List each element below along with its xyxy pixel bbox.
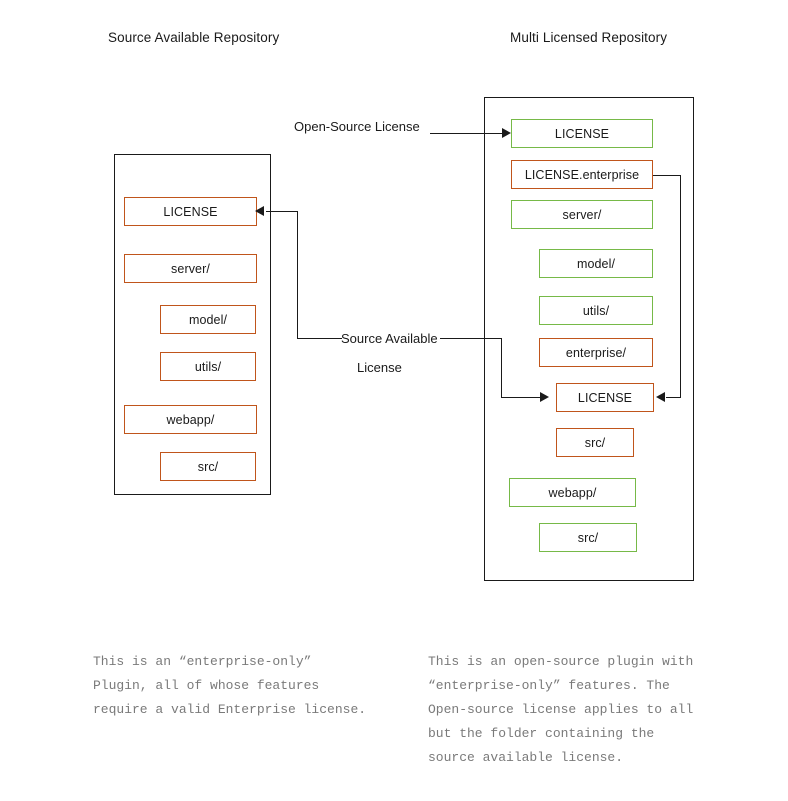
right-repository-title: Multi Licensed Repository: [510, 30, 668, 45]
left-node-model[interactable]: model/: [160, 305, 256, 334]
edge-license-enterprise-into-license: [666, 397, 681, 399]
edge-source-available-right-stub: [440, 338, 502, 340]
edge-label-source-available-line2: License: [357, 360, 402, 375]
edge-label-open-source-license: Open-Source License: [294, 119, 420, 134]
edge-source-available-left-stub: [297, 338, 342, 340]
edge-source-available-right-vertical: [501, 338, 503, 398]
edge-source-available-vertical: [297, 211, 299, 339]
right-node-utils[interactable]: utils/: [539, 296, 653, 325]
left-repository-title: Source Available Repository: [108, 30, 280, 45]
right-node-webapp-src[interactable]: src/: [539, 523, 637, 552]
edge-source-available-right-into-license: [501, 397, 546, 399]
right-node-enterprise-license[interactable]: LICENSE: [556, 383, 654, 412]
edge-open-source-line: [430, 133, 509, 135]
edge-license-enterprise-vertical: [680, 175, 682, 398]
left-node-utils[interactable]: utils/: [160, 352, 256, 381]
edge-open-source-arrowhead: [502, 128, 511, 138]
edge-source-available-arrowhead-left: [255, 206, 264, 216]
left-node-src[interactable]: src/: [160, 452, 256, 481]
left-node-server[interactable]: server/: [124, 254, 257, 283]
right-node-enterprise-src[interactable]: src/: [556, 428, 634, 457]
right-node-model[interactable]: model/: [539, 249, 653, 278]
left-repository-caption: This is an “enterprise-only” Plugin, all…: [93, 654, 367, 717]
edge-source-available-arrowhead-right: [540, 392, 549, 402]
right-node-license-enterprise[interactable]: LICENSE.enterprise: [511, 160, 653, 189]
right-node-enterprise[interactable]: enterprise/: [539, 338, 653, 367]
right-node-license[interactable]: LICENSE: [511, 119, 653, 148]
left-node-license[interactable]: LICENSE: [124, 197, 257, 226]
right-node-webapp[interactable]: webapp/: [509, 478, 636, 507]
edge-license-enterprise-arrowhead: [656, 392, 665, 402]
right-node-server[interactable]: server/: [511, 200, 653, 229]
edge-license-enterprise-stub: [653, 175, 681, 177]
edge-source-available-to-left-license: [266, 211, 298, 213]
edge-label-source-available-line1: Source Available: [341, 331, 438, 346]
left-node-webapp[interactable]: webapp/: [124, 405, 257, 434]
right-repository-caption: This is an open-source plugin with “ente…: [428, 654, 694, 765]
